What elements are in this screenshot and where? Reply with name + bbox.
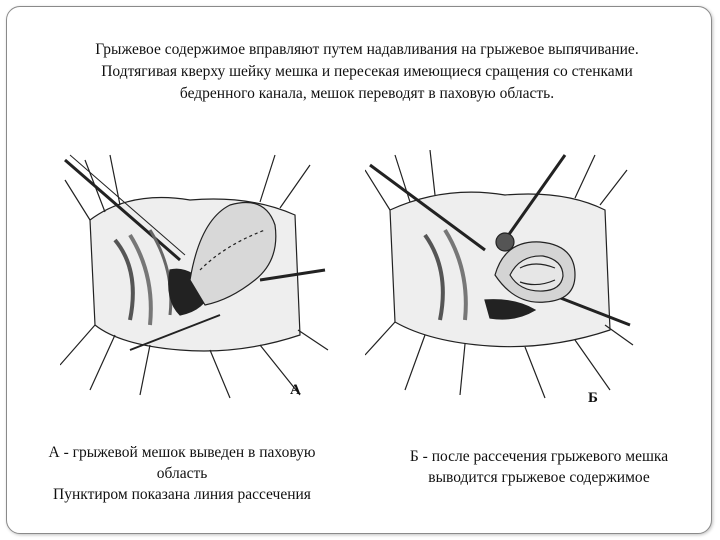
header-line-2: Подтягивая кверху шейку мешка и пересека… <box>101 63 633 80</box>
figure-b-label: Б <box>588 390 598 406</box>
header-line-3: бедренного канала, мешок переводят в пах… <box>179 85 555 102</box>
caption-b-line-1: Б - после рассечения грыжевого мешка <box>409 448 669 465</box>
figure-a-label: А <box>290 382 301 398</box>
caption-b-line-2: выводится грыжевое содержимое <box>428 469 650 486</box>
caption-a-line-2: область <box>156 465 208 482</box>
surgical-illustration-a <box>60 154 329 399</box>
caption-a-line-1: А - грыжевой мешок выведен в паховую <box>48 444 316 461</box>
caption-a: А - грыжевой мешок выведен в паховую обл… <box>12 442 352 505</box>
caption-b: Б - после рассечения грыжевого мешка выв… <box>372 446 706 488</box>
surgical-illustration-b <box>365 150 634 399</box>
header-line-1: Грыжевое содержимое вправляют путем нада… <box>95 41 639 58</box>
caption-a-line-3: Пунктиром показана линия рассечения <box>53 486 311 503</box>
header-text: Грыжевое содержимое вправляют путем нада… <box>27 39 707 105</box>
